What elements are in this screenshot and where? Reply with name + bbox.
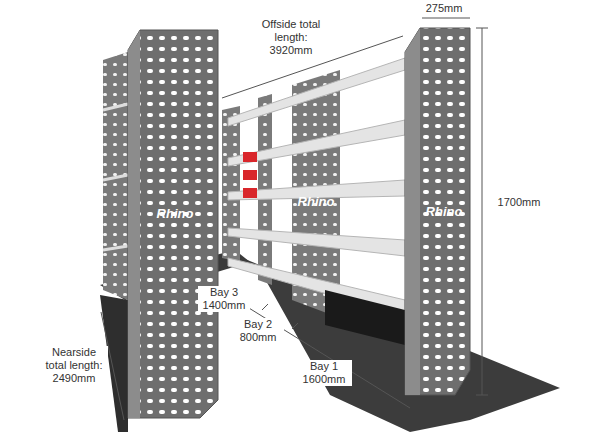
dimension-label: Bay 2 800mm (232, 318, 284, 344)
dimension-label: Offside total length: 3920mm (250, 18, 332, 57)
dimension-lines (101, 18, 488, 420)
brand-logo: Rhino (420, 204, 468, 219)
dimension-label: Nearside total length: 2490mm (40, 346, 108, 385)
end-panel (128, 30, 218, 418)
dimension-label: Bay 1 1600mm (296, 360, 352, 386)
dimension-label: 275mm (412, 2, 476, 15)
dimension-label: 1700mm (487, 196, 551, 209)
shelves (228, 58, 405, 316)
brand-logo: Rhino (296, 194, 336, 209)
upright (222, 106, 240, 262)
brand-logo: Rhino (150, 206, 200, 221)
dimension-label: Bay 3 1400mm (198, 286, 250, 312)
end-panel (405, 28, 470, 395)
storage-box (325, 290, 405, 345)
nearside-rack (103, 52, 128, 300)
